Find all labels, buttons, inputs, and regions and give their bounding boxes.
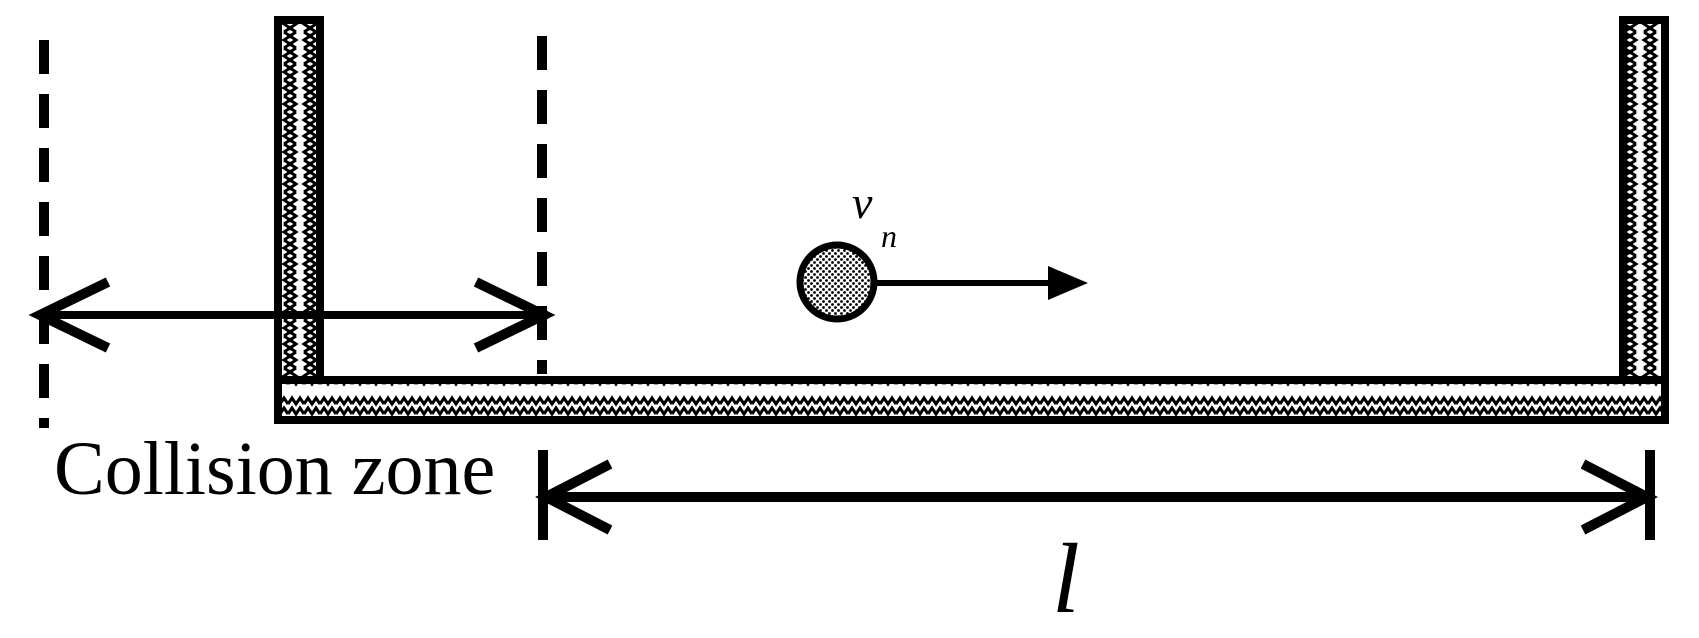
length-arrowhead-left [535, 459, 613, 535]
left-wall [274, 16, 324, 424]
length-arrowhead-right [1580, 459, 1658, 535]
velocity-subscript: n [881, 218, 897, 254]
length-label: l [1052, 523, 1080, 634]
velocity-label: v [852, 177, 873, 228]
particle [796, 241, 878, 323]
particle-group [796, 241, 1088, 323]
floor [274, 376, 1669, 424]
collision-zone-arrowhead-right [473, 277, 556, 353]
collision-zone-label: Collision zone [54, 427, 495, 511]
length-arrow [535, 450, 1658, 540]
collision-zone-arrowhead-left [28, 277, 111, 353]
container [274, 16, 1669, 424]
right-wall [1619, 16, 1669, 424]
collision-zone-arrow [28, 277, 556, 353]
velocity-vector-arrowhead [1048, 266, 1088, 300]
